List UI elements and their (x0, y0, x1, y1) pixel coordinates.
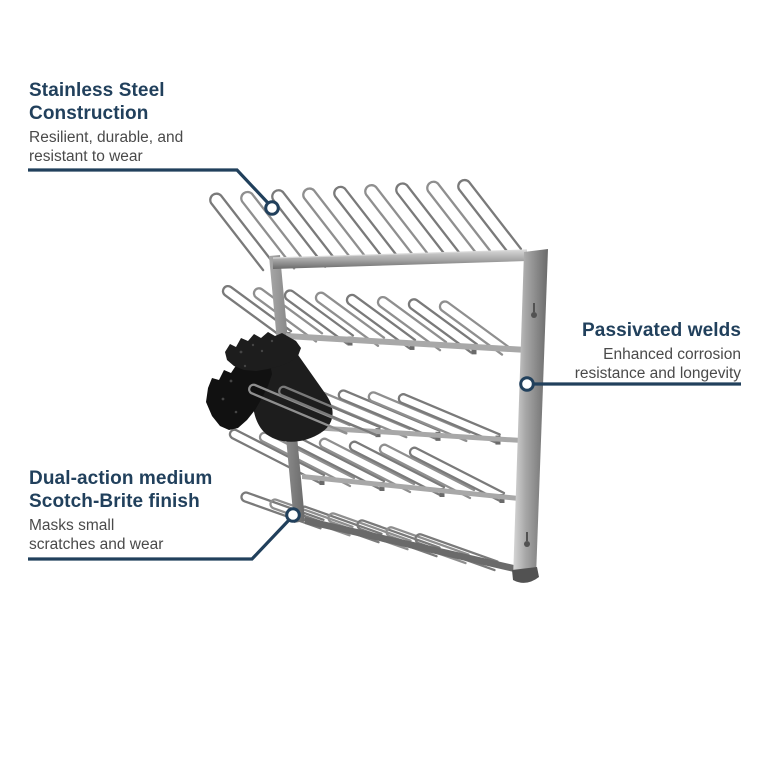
black-boots (206, 332, 333, 442)
feature-desc-line: Masks small (29, 517, 115, 534)
boot-hook (378, 443, 476, 500)
mounting-keyhole-top-hole (531, 312, 537, 318)
boot-hook (348, 440, 446, 497)
feature-title-line: Passivated welds (582, 320, 741, 341)
rod-row4 (302, 474, 519, 501)
boot-hook (367, 391, 471, 443)
feature-title-line: Stainless Steel (29, 80, 165, 101)
callout-marker-stainless (264, 200, 280, 216)
right-rail (513, 249, 548, 579)
right-rail-bottom (512, 567, 539, 583)
boot-hook (407, 298, 479, 354)
boot-hook (228, 428, 326, 485)
top-bar-highlight (272, 249, 528, 259)
boot-hook (364, 184, 430, 263)
boot-hook (271, 189, 337, 268)
boot-hook (408, 446, 506, 503)
top-bar (273, 250, 527, 269)
boot-hook (240, 491, 325, 530)
boot-hook (302, 187, 368, 267)
rod-row2 (286, 333, 527, 353)
boot-hook (269, 498, 354, 537)
boot-hook (426, 180, 492, 260)
boot-hook (333, 185, 399, 265)
feature-description: Resilient, durable, and resistant to wea… (29, 128, 183, 166)
feature-title-line: Dual-action medium (29, 468, 213, 489)
feature-description: Masks small scratches and wear (29, 516, 212, 554)
boot-hook (240, 190, 306, 270)
feature-desc-line: resistant to wear (29, 148, 143, 165)
wire-hooks-front (248, 383, 381, 437)
feature-desc-line: resistance and longevity (574, 365, 741, 382)
rod-row3 (295, 424, 522, 443)
feature-title-line: Construction (29, 103, 149, 124)
boot-hook (438, 300, 510, 356)
boot-hook (278, 385, 381, 437)
boot-hook (414, 533, 499, 572)
boot-hook (395, 182, 461, 262)
boot-hook (252, 287, 324, 343)
boot-texture-flecks (221, 339, 274, 414)
callout-scotch-brite: Dual-action medium Scotch-Brite finish M… (29, 467, 212, 554)
callout-passivated-welds: Passivated welds Enhanced corrosion resi… (575, 319, 741, 383)
boot-hook (283, 289, 355, 345)
callout-marker-finish (285, 507, 301, 523)
callout-line-stainless (28, 168, 270, 205)
boot-hook (248, 383, 351, 435)
boot-hook (314, 291, 386, 347)
callout-marker-welds (519, 376, 535, 392)
boot-hook (397, 393, 501, 444)
boot-hook (385, 526, 470, 565)
bottom-bar (305, 517, 514, 572)
feature-description: Enhanced corrosion resistance and longev… (575, 345, 741, 383)
callout-line-finish (28, 518, 291, 561)
boot-hook (337, 389, 441, 441)
feature-title: Passivated welds (575, 319, 741, 342)
callout-graphics (28, 168, 741, 561)
boot-liner-lower (206, 358, 272, 430)
feature-title: Dual-action medium Scotch-Brite finish (29, 467, 212, 513)
feature-title-line: Scotch-Brite finish (29, 491, 200, 512)
feature-title: Stainless Steel Construction (29, 79, 183, 125)
boot-hook (209, 192, 275, 272)
boot-hook (345, 293, 417, 350)
boot-hook (356, 519, 441, 558)
feature-desc-line: scratches and wear (29, 536, 164, 553)
feature-desc-line: Resilient, durable, and (29, 129, 184, 146)
callout-stainless-steel: Stainless Steel Construction Resilient, … (29, 79, 183, 166)
boot-hook (457, 178, 523, 258)
boot-hook (221, 284, 293, 341)
mounting-keyhole-bottom-hole (524, 541, 530, 547)
boot-hook (327, 512, 412, 551)
feature-desc-line: Enhanced corrosion (603, 346, 741, 363)
boot-hook (318, 437, 416, 494)
boot-hook (376, 295, 448, 352)
